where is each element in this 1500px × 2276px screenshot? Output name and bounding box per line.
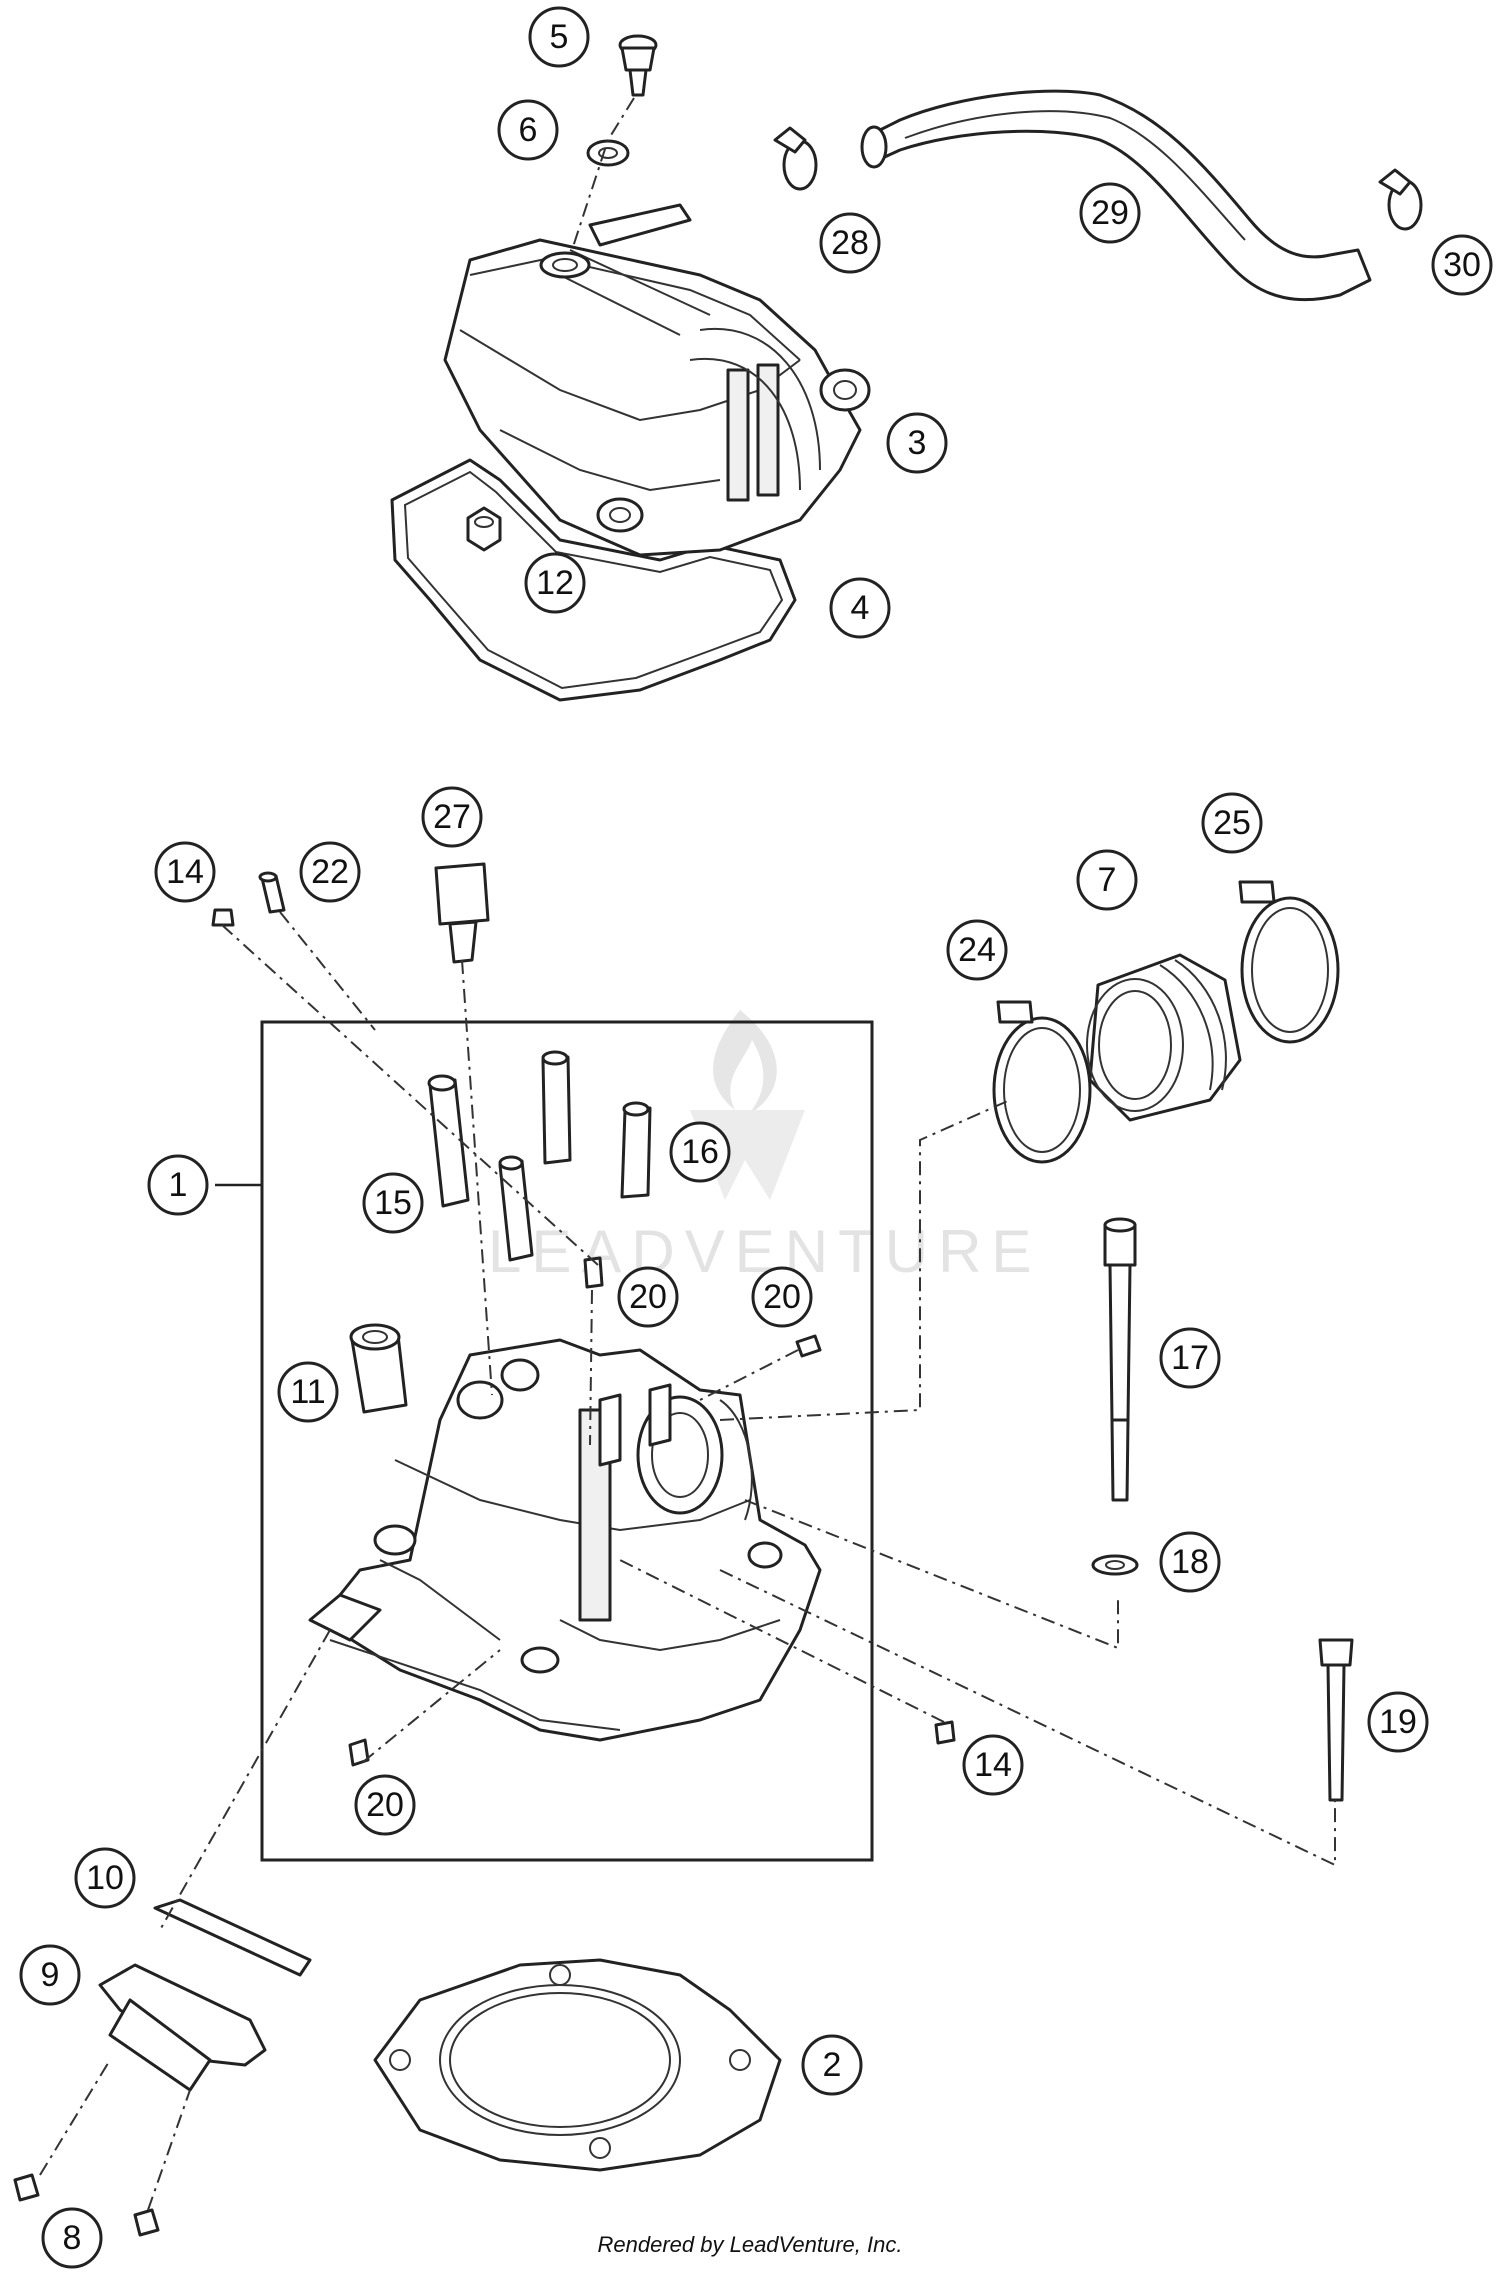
svg-text:7: 7 xyxy=(1098,861,1117,899)
callout-14b: 14 xyxy=(962,1734,1024,1796)
callout-20a: 20 xyxy=(617,1266,679,1328)
svg-text:29: 29 xyxy=(1091,194,1129,232)
intake-clamp-front xyxy=(992,1000,1092,1164)
cover-nut xyxy=(466,506,502,552)
svg-text:8: 8 xyxy=(63,2219,82,2257)
callout-20c: 20 xyxy=(354,1774,416,1836)
svg-text:20: 20 xyxy=(629,1278,667,1316)
head-bolt-washer xyxy=(1091,1554,1139,1576)
head-bolt-short xyxy=(1318,1638,1354,1802)
callout-3: 3 xyxy=(886,412,948,474)
callout-20b: 20 xyxy=(751,1266,813,1328)
spark-plug-sleeve xyxy=(349,1323,408,1414)
callout-18: 18 xyxy=(1159,1531,1221,1593)
callout-1: 1 xyxy=(147,1154,209,1216)
svg-text:25: 25 xyxy=(1213,804,1251,842)
callout-7: 7 xyxy=(1076,849,1138,911)
cylinder-head xyxy=(308,1338,822,1742)
plugs-and-screws xyxy=(211,862,956,1767)
callout-14a: 14 xyxy=(154,841,216,903)
svg-text:12: 12 xyxy=(536,564,574,602)
hose-clamp-right xyxy=(1378,168,1423,231)
svg-text:2: 2 xyxy=(823,2046,842,2084)
callout-16: 16 xyxy=(669,1121,731,1183)
watermark-flame-icon xyxy=(713,1010,777,1115)
svg-text:4: 4 xyxy=(851,589,870,627)
cover-screw xyxy=(618,34,658,97)
callout-25: 25 xyxy=(1201,792,1263,854)
callout-5: 5 xyxy=(528,6,590,68)
callout-15: 15 xyxy=(362,1172,424,1234)
svg-text:27: 27 xyxy=(433,798,471,836)
callout-17: 17 xyxy=(1159,1327,1221,1389)
intake-clamp-rear xyxy=(1238,880,1340,1044)
svg-text:3: 3 xyxy=(908,424,927,462)
svg-text:6: 6 xyxy=(519,111,538,149)
callout-2: 2 xyxy=(801,2034,863,2096)
svg-text:9: 9 xyxy=(41,1956,60,1994)
callout-19: 19 xyxy=(1367,1691,1429,1753)
svg-text:19: 19 xyxy=(1379,1703,1417,1741)
svg-text:17: 17 xyxy=(1171,1339,1209,1377)
hose-clamp-left xyxy=(773,126,818,191)
svg-text:16: 16 xyxy=(681,1133,719,1171)
svg-text:30: 30 xyxy=(1443,246,1481,284)
callout-22: 22 xyxy=(299,841,361,903)
callout-29: 29 xyxy=(1079,182,1141,244)
svg-text:22: 22 xyxy=(311,853,349,891)
svg-text:14: 14 xyxy=(166,853,204,891)
svg-text:11: 11 xyxy=(290,1373,325,1411)
callout-4: 4 xyxy=(829,577,891,639)
callout-24: 24 xyxy=(946,919,1008,981)
valve-cover xyxy=(443,203,871,557)
exhaust-flange xyxy=(13,1898,312,2237)
breather-hose xyxy=(860,89,1372,302)
svg-text:20: 20 xyxy=(763,1278,801,1316)
callout-8: 8 xyxy=(41,2207,103,2269)
footer-credit: Rendered by LeadVenture, Inc. xyxy=(598,2232,903,2257)
callout-11: 11 xyxy=(277,1361,339,1423)
cover-seal-washer xyxy=(586,139,630,167)
callout-6: 6 xyxy=(497,99,559,161)
intake-manifold xyxy=(1086,953,1242,1122)
head-gasket xyxy=(373,1958,782,2172)
svg-text:28: 28 xyxy=(831,224,869,262)
callout-30: 30 xyxy=(1431,234,1493,296)
svg-text:14: 14 xyxy=(974,1746,1012,1784)
head-bolt-long xyxy=(1103,1217,1137,1502)
callout-10: 10 xyxy=(74,1847,136,1909)
svg-text:1: 1 xyxy=(169,1166,188,1204)
callout-27: 27 xyxy=(421,786,483,848)
callout-28: 28 xyxy=(819,212,881,274)
svg-text:10: 10 xyxy=(86,1859,124,1897)
svg-text:18: 18 xyxy=(1171,1543,1209,1581)
callout-12: 12 xyxy=(524,552,586,614)
callout-9: 9 xyxy=(19,1944,81,2006)
svg-text:24: 24 xyxy=(958,931,996,969)
svg-text:5: 5 xyxy=(550,18,569,56)
svg-text:20: 20 xyxy=(366,1786,404,1824)
svg-text:15: 15 xyxy=(374,1184,412,1222)
watermark: LEADVENTURE xyxy=(488,1010,1041,1285)
valve-guides xyxy=(427,1050,652,1262)
watermark-text: LEADVENTURE xyxy=(488,1218,1041,1285)
cylinder-head-group-frame xyxy=(260,1020,874,1862)
